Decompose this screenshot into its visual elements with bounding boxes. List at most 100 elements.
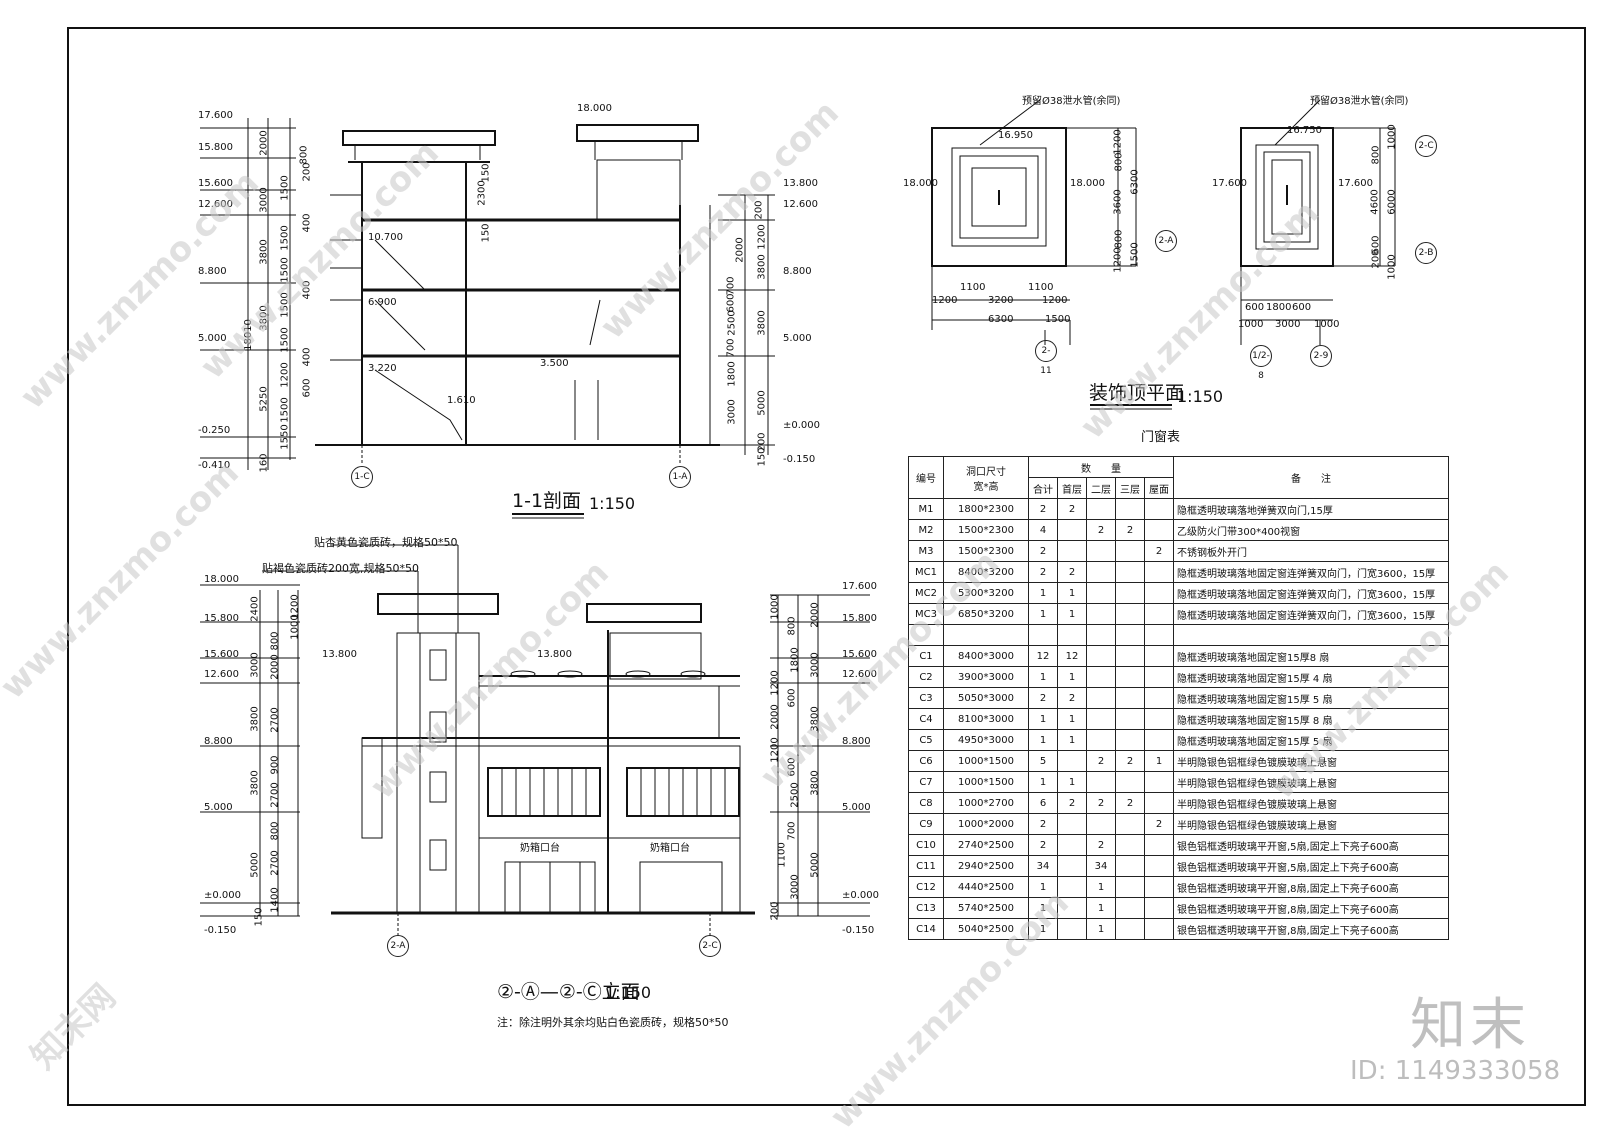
brand-logo: 知末 [1410, 993, 1530, 1058]
table-cell [1144, 582, 1174, 604]
table-caption: 门窗表 [1141, 430, 1181, 445]
elev-right-inner-2500: 2500 [789, 782, 801, 808]
table-cell: 2 [1144, 813, 1174, 835]
elev-left-inner-1000: 1000 [289, 614, 301, 640]
table-cell-remark: 银色铝框透明玻璃平开窗,5扇,固定上下亮子600高 [1173, 834, 1449, 856]
col-qty-f2: 二层 [1086, 477, 1116, 499]
table-cell [1086, 708, 1116, 730]
table-cell [1115, 582, 1145, 604]
table-cell [1086, 540, 1116, 562]
section-level-8800: 8.800 [198, 266, 227, 277]
table-cell-remark: 隐框透明玻璃落地弹簧双向门,15厚 [1173, 498, 1449, 520]
col-qty-f3: 三层 [1115, 477, 1145, 499]
table-cell [1086, 561, 1116, 583]
table-cell [1057, 855, 1087, 877]
elev-right-inner-3000: 3000 [789, 874, 801, 900]
elevation-scale: 1:150 [605, 983, 652, 1002]
table-cell: 2 [1057, 561, 1087, 583]
section-right-level-neg0150: -0.150 [783, 454, 816, 465]
table-cell: 1 [1057, 582, 1087, 604]
table-cell-remark: 乙级防火门带300*400视窗 [1173, 519, 1449, 541]
section-right-level-zero: ±0.000 [783, 420, 821, 431]
table-cell: C3 [908, 687, 944, 709]
table-cell: 1 [1144, 750, 1174, 772]
table-cell-remark: 银色铝框透明玻璃平开窗,8扇,固定上下亮子600高 [1173, 897, 1449, 919]
roof-dim-1200a: 1200 [932, 295, 958, 306]
table-cell: 1 [1028, 603, 1058, 625]
table-cell [943, 624, 1029, 646]
table-cell [1144, 729, 1174, 751]
table-cell: C11 [908, 855, 944, 877]
table-cell: 1000*2000 [943, 813, 1029, 835]
section-level-neg0250: -0.250 [198, 425, 231, 436]
table-cell [1115, 540, 1145, 562]
col-size-label: 洞口尺寸 [966, 466, 1006, 478]
roof-right-dim-600a: 600 [1245, 302, 1265, 313]
elev-left-level-5000: 5.000 [204, 802, 233, 813]
elev-right-level-15800: 15.800 [842, 613, 877, 624]
table-cell: 8100*3000 [943, 708, 1029, 730]
elev-left-dim-3000: 3000 [249, 652, 261, 678]
roof-axis-2C: 2-C [1415, 135, 1437, 157]
table-cell [1115, 561, 1145, 583]
table-cell: 3900*3000 [943, 666, 1029, 688]
table-cell [1144, 855, 1174, 877]
table-cell: C4 [908, 708, 944, 730]
table-cell: 1 [1028, 666, 1058, 688]
roof-axis-2-11: 2-11 [1035, 340, 1057, 376]
section-right-level-12600: 12.600 [783, 199, 818, 210]
elev-left-inner-2000: 2000 [269, 654, 281, 680]
table-cell: 1 [1057, 603, 1087, 625]
elev-axis-2C: 2-C [699, 935, 721, 957]
table-cell: 8400*3000 [943, 645, 1029, 667]
table-cell: 2 [1086, 519, 1116, 541]
table-cell [1086, 729, 1116, 751]
table-cell: 34 [1086, 855, 1116, 877]
table-cell: 2 [1086, 792, 1116, 814]
table-cell [1086, 687, 1116, 709]
table-cell: 12 [1028, 645, 1058, 667]
table-cell [1057, 540, 1087, 562]
table-cell [1144, 519, 1174, 541]
roof-plan-title: 装饰顶平面 [1089, 382, 1185, 404]
section-scale: 1:150 [589, 494, 636, 513]
roof-right-level-16750: 16.750 [1287, 125, 1322, 136]
table-cell: M2 [908, 519, 944, 541]
table-cell: 1 [1057, 708, 1087, 730]
elev-left-dim-5000: 5000 [249, 852, 261, 878]
elev-left-level-18000: 18.000 [204, 574, 239, 585]
section-level-neg0410: -0.410 [198, 460, 231, 471]
roof-right-dim-600b: 600 [1292, 302, 1312, 313]
roof-note-right: 预留Ø38泄水管(余同) [1310, 96, 1409, 107]
table-cell: 5 [1028, 750, 1058, 772]
elev-left-level-15600: 15.600 [204, 649, 239, 660]
table-cell [1144, 771, 1174, 793]
roof-right-dim-3000: 3000 [1275, 319, 1301, 330]
col-size-sub: 宽*高 [973, 481, 999, 493]
elevation-note: 注：除注明外其余均贴白色瓷质砖，规格50*50 [497, 1016, 729, 1029]
table-cell: 1500*2300 [943, 519, 1029, 541]
elev-right-level-15600: 15.600 [842, 649, 877, 660]
elev-right-level-5000: 5.000 [842, 802, 871, 813]
table-cell: 1 [1028, 582, 1058, 604]
image-id: ID: 1149333058 [1350, 1056, 1561, 1086]
table-cell: 2 [1115, 792, 1145, 814]
section-level-17600: 17.600 [198, 110, 233, 121]
table-cell [1115, 855, 1145, 877]
section-inner-level-3500: 3.500 [540, 358, 569, 369]
table-cell-remark: 隐框透明玻璃落地固定窗连弹簧双向门，门宽3600，15厚 [1173, 603, 1449, 625]
elev-right-dim-2000: 2000 [809, 602, 821, 628]
table-cell [1115, 666, 1145, 688]
table-cell-remark: 银色铝框透明玻璃平开窗,8扇,固定上下亮子600高 [1173, 918, 1449, 940]
table-cell: 1 [1086, 876, 1116, 898]
elev-left-dim-3800b: 3800 [249, 770, 261, 796]
section-inner-level-1610: 1.610 [447, 395, 476, 406]
elev-left-dim-150: 150 [253, 907, 265, 927]
